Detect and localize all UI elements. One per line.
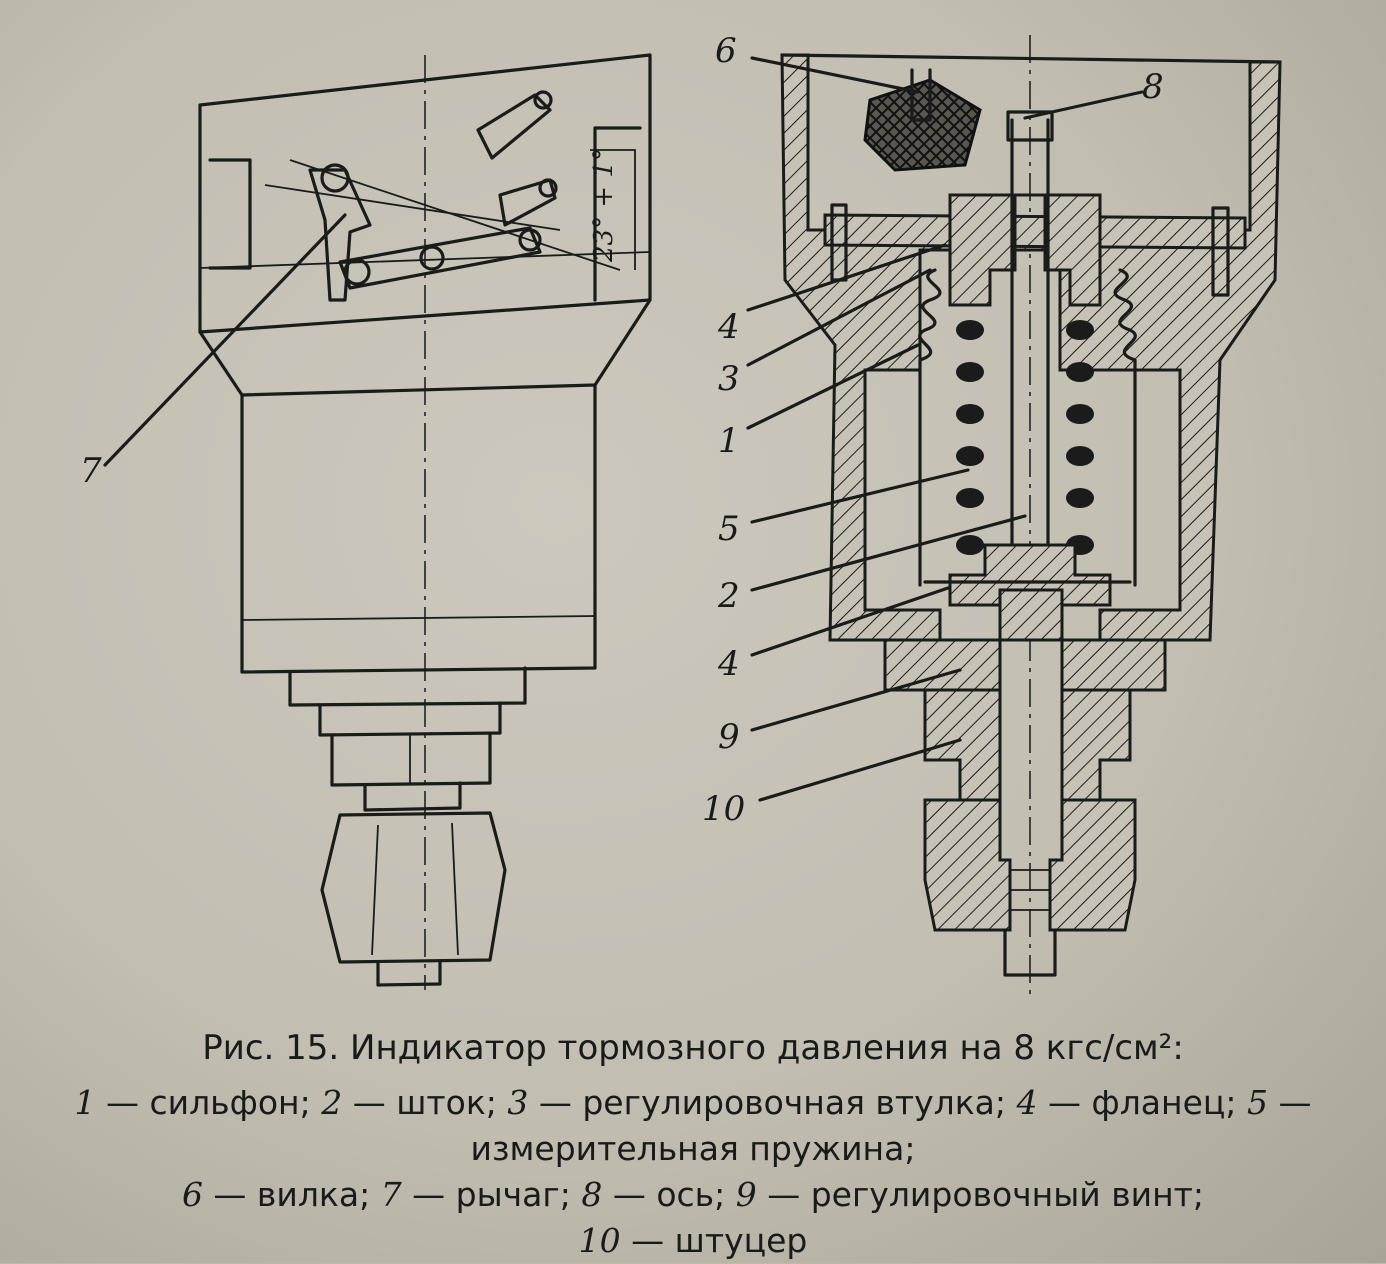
label-5: 5: [718, 509, 740, 549]
external-view: 23° + 1° 7: [80, 53, 652, 990]
label-4-lower: 4: [717, 644, 740, 684]
legend-line-3: 10 — штуцер: [578, 1221, 808, 1260]
label-8: 8: [1142, 67, 1164, 107]
label-4-upper: 4: [717, 307, 740, 347]
brake-pressure-indicator-drawing: 23° + 1° 7: [80, 31, 1282, 1000]
label-7: 7: [80, 451, 102, 491]
label-10: 10: [702, 789, 745, 829]
cross-section-view: 6 8 4 3 1 5 2 4 9 10: [702, 31, 1282, 1000]
label-3: 3: [718, 359, 740, 399]
angle-label: 23° + 1°: [589, 148, 619, 263]
label-9: 9: [718, 717, 740, 757]
caption-title: Рис. 15. Индикатор тормозного давления н…: [202, 1028, 1184, 1068]
label-2: 2: [717, 576, 740, 616]
label-6: 6: [715, 31, 737, 71]
legend-line-1: 1 — сильфон; 2 — шток; 3 — регулировочна…: [74, 1083, 1312, 1168]
legend-line-2: 6 — вилка; 7 — рычаг; 8 — ось; 9 — регул…: [181, 1175, 1205, 1214]
label-1: 1: [718, 421, 740, 461]
figure-caption: Рис. 15. Индикатор тормозного давления н…: [0, 1028, 1386, 1264]
